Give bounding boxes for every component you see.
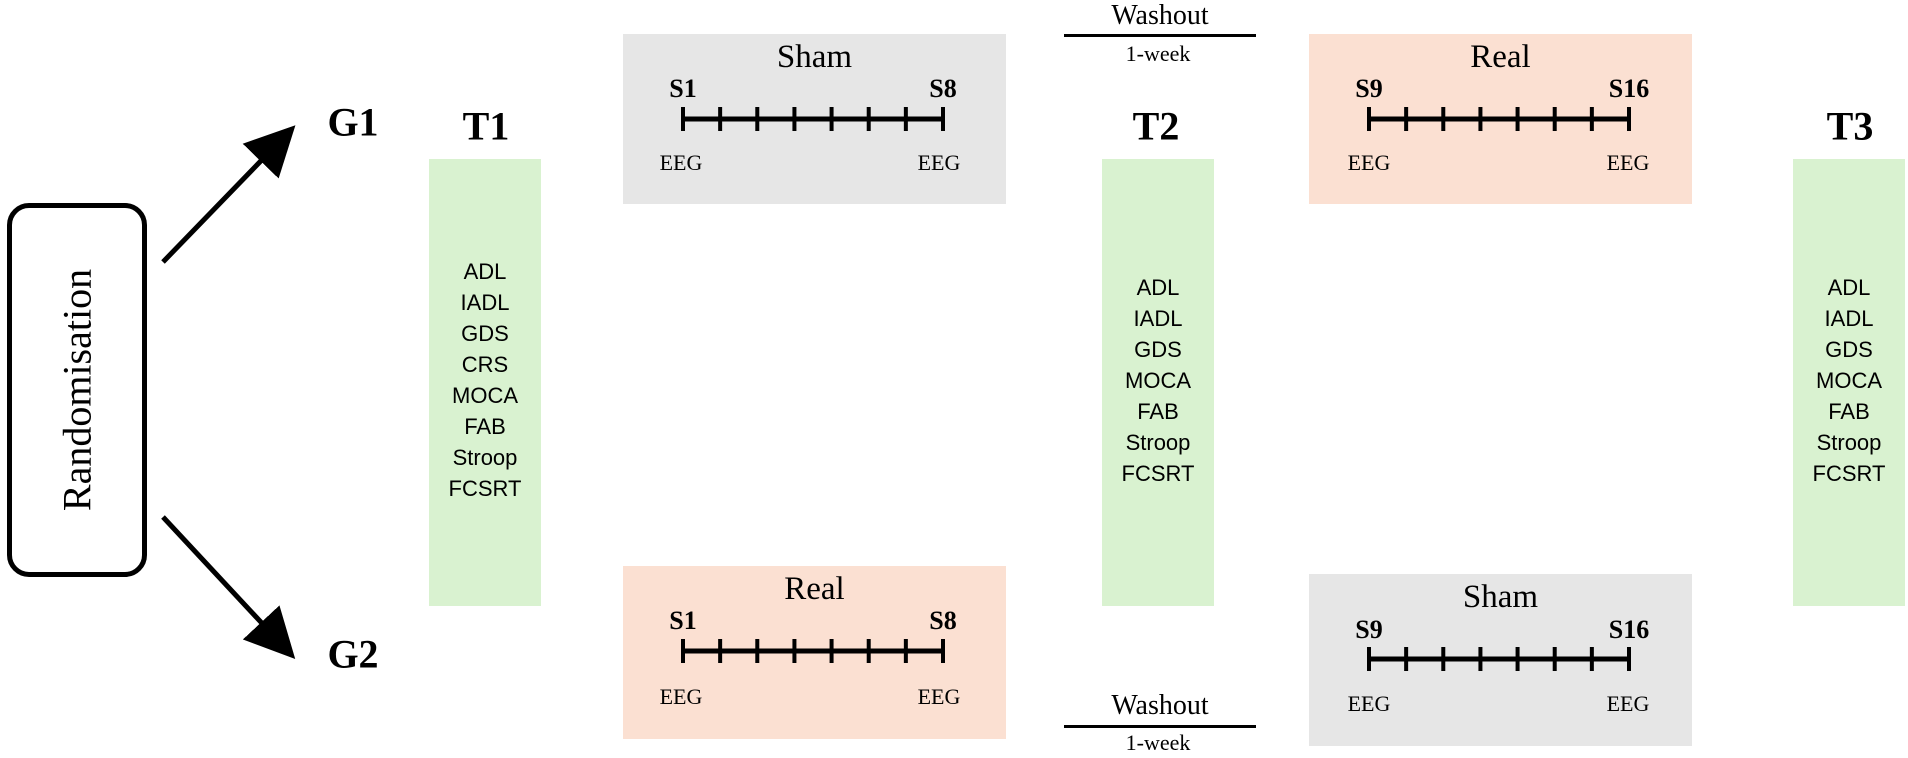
assessment-item: FAB bbox=[1137, 399, 1179, 424]
timepoint-label-t2: T2 bbox=[1132, 103, 1180, 149]
assessment-list-t2: ADL IADL GDS MOCA FAB Stroop FCSRT bbox=[1102, 272, 1214, 489]
assessment-item: MOCA bbox=[1816, 368, 1882, 393]
washout-divider-bottom bbox=[1064, 725, 1256, 728]
session-title: Real bbox=[1470, 39, 1531, 75]
eeg-start-label: EEG bbox=[659, 684, 703, 709]
session-box-g1-sham: Sham S1 S8 EEG EEG bbox=[623, 34, 1006, 204]
eeg-end-label: EEG bbox=[917, 684, 961, 709]
assessment-item: IADL bbox=[1824, 306, 1874, 331]
assessment-item: MOCA bbox=[1125, 368, 1191, 393]
eeg-start-label: EEG bbox=[659, 150, 703, 175]
assessment-item: FCSRT bbox=[1121, 461, 1195, 486]
assessment-item: Stroop bbox=[452, 445, 518, 470]
randomisation-box bbox=[7, 203, 147, 577]
session-title: Sham bbox=[776, 39, 853, 75]
assessment-item: FCSRT bbox=[1812, 461, 1886, 486]
session-timeline bbox=[1367, 107, 1631, 131]
eeg-end-label: EEG bbox=[1606, 150, 1650, 175]
assessment-item: MOCA bbox=[452, 383, 518, 408]
washout-duration-top: 1-week bbox=[1125, 41, 1191, 66]
assessment-box-t1: ADL IADL GDS CRS MOCA FAB Stroop FCSRT bbox=[429, 159, 541, 606]
session-end-label: S8 bbox=[929, 74, 957, 103]
eeg-start-label: EEG bbox=[1347, 691, 1391, 716]
session-box-g1-real: Real S9 S16 EEG EEG bbox=[1309, 34, 1692, 204]
assessment-item: IADL bbox=[1133, 306, 1183, 331]
washout-duration-bottom: 1-week bbox=[1125, 730, 1191, 755]
session-title: Sham bbox=[1462, 579, 1539, 615]
assessment-item: ADL bbox=[1827, 275, 1871, 300]
session-box-g2-real: Real S1 S8 EEG EEG bbox=[623, 566, 1006, 739]
assessment-item: IADL bbox=[460, 290, 510, 315]
arrow-to-g2 bbox=[161, 515, 296, 659]
assessment-box-t3: ADL IADL GDS MOCA FAB Stroop FCSRT bbox=[1793, 159, 1905, 606]
session-title: Real bbox=[784, 571, 845, 607]
washout-label-top: Washout bbox=[1111, 0, 1209, 31]
assessment-item: FAB bbox=[1828, 399, 1870, 424]
session-start-label: S9 bbox=[1355, 74, 1383, 103]
timepoint-label-t3: T3 bbox=[1826, 103, 1874, 149]
eeg-end-label: EEG bbox=[917, 150, 961, 175]
washout-label-bottom: Washout bbox=[1111, 690, 1209, 721]
timepoint-label-t1: T1 bbox=[462, 103, 510, 149]
assessment-item: FCSRT bbox=[448, 476, 522, 501]
eeg-end-label: EEG bbox=[1606, 691, 1650, 716]
session-start-label: S1 bbox=[669, 74, 697, 103]
assessment-item: GDS bbox=[1134, 337, 1182, 362]
assessment-item: FAB bbox=[464, 414, 506, 439]
assessment-item: ADL bbox=[463, 259, 507, 284]
assessment-item: ADL bbox=[1136, 275, 1180, 300]
arrow-to-g1 bbox=[161, 125, 296, 264]
assessment-list-t3: ADL IADL GDS MOCA FAB Stroop FCSRT bbox=[1793, 272, 1905, 489]
assessment-box-t2: ADL IADL GDS MOCA FAB Stroop FCSRT bbox=[1102, 159, 1214, 606]
washout-divider-top bbox=[1064, 34, 1256, 37]
session-box-g2-sham: Sham S9 S16 EEG EEG bbox=[1309, 574, 1692, 746]
session-timeline bbox=[1367, 647, 1631, 671]
assessment-item: GDS bbox=[461, 321, 509, 346]
session-start-label: S9 bbox=[1355, 615, 1383, 644]
session-end-label: S16 bbox=[1608, 74, 1650, 103]
session-end-label: S8 bbox=[929, 606, 957, 635]
assessment-item: GDS bbox=[1825, 337, 1873, 362]
session-timeline bbox=[681, 107, 945, 131]
group-label-g2: G2 bbox=[327, 631, 379, 677]
assessment-item: CRS bbox=[461, 352, 509, 377]
eeg-start-label: EEG bbox=[1347, 150, 1391, 175]
assessment-item: Stroop bbox=[1816, 430, 1882, 455]
session-start-label: S1 bbox=[669, 606, 697, 635]
session-timeline bbox=[681, 639, 945, 663]
assessment-list-t1: ADL IADL GDS CRS MOCA FAB Stroop FCSRT bbox=[429, 256, 541, 504]
assessment-item: Stroop bbox=[1125, 430, 1191, 455]
group-label-g1: G1 bbox=[327, 99, 379, 145]
session-end-label: S16 bbox=[1608, 615, 1650, 644]
